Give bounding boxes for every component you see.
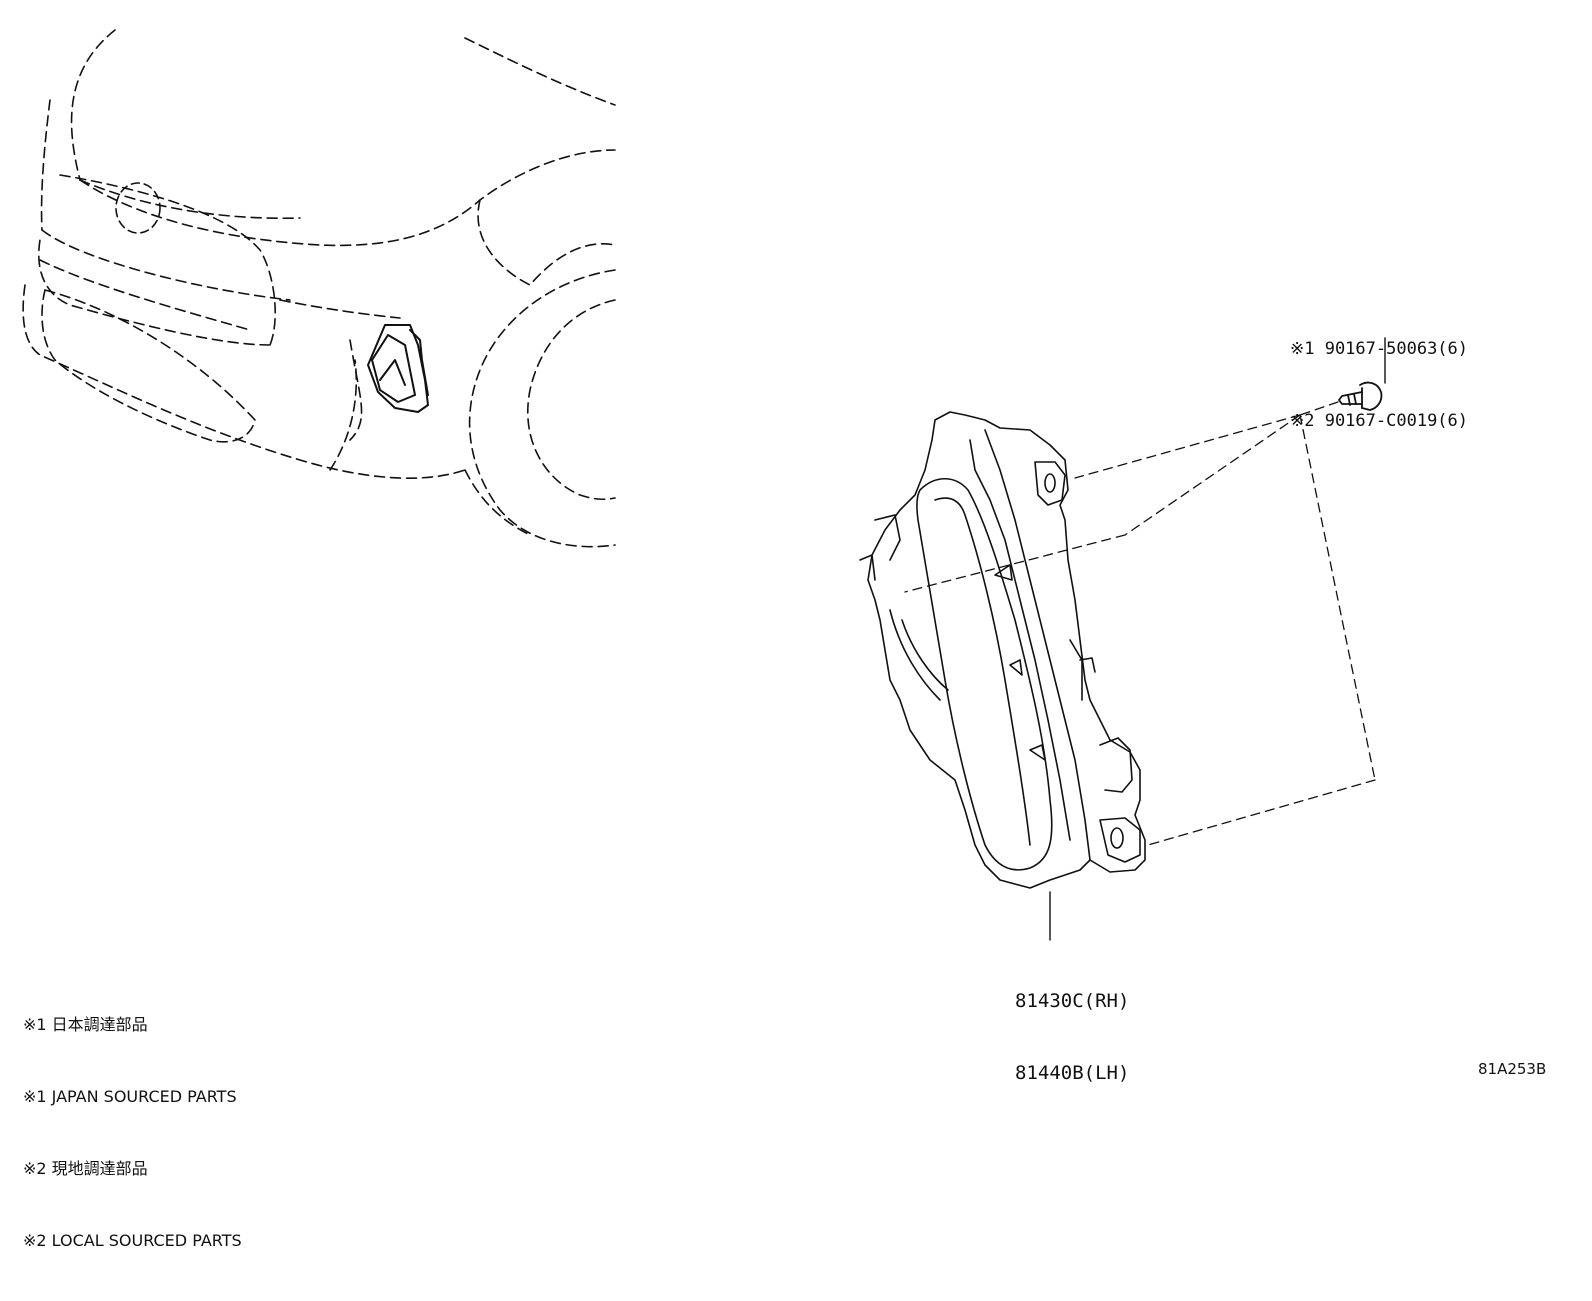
legend-line: ※1 JAPAN SOURCED PARTS [23,1087,237,1106]
lamp-part-number-lh: 81440B(LH) [1015,1062,1130,1084]
diagram-drawing [22,29,1386,941]
sourcing-legend: ※1 日本調達部品 ※1 JAPAN SOURCED PARTS ※2 現地調達… [23,965,242,1301]
vehicle-front-outline [22,29,616,548]
legend-line: ※1 日本調達部品 [23,1015,148,1034]
lamp-part-callout: 81430C(RH) 81440B(LH) [1015,941,1129,1133]
parts-diagram: ※1 90167-50063(6) ※2 90167-C0019(6) 8143… [22,29,1547,1250]
bolt-part-number-1: ※1 90167-50063(6) [1290,339,1469,359]
bolt-part-number-2: ※2 90167-C0019(6) [1290,411,1469,431]
lamp-part-number-rh: 81430C(RH) [1015,990,1130,1012]
fog-lamp-assembly-icon [859,411,1146,889]
emblem-icon [115,182,161,234]
legend-line: ※2 LOCAL SOURCED PARTS [23,1231,242,1250]
bolt-part-callout: ※1 90167-50063(6) ※2 90167-C0019(6) [1290,289,1468,481]
assembly-lines [904,401,1376,846]
legend-line: ※2 現地調達部品 [23,1159,148,1178]
bolt-icon [1338,381,1383,411]
illustration-reference: 81A253B [1478,1060,1547,1078]
fog-lamp-on-vehicle-icon [367,324,429,413]
